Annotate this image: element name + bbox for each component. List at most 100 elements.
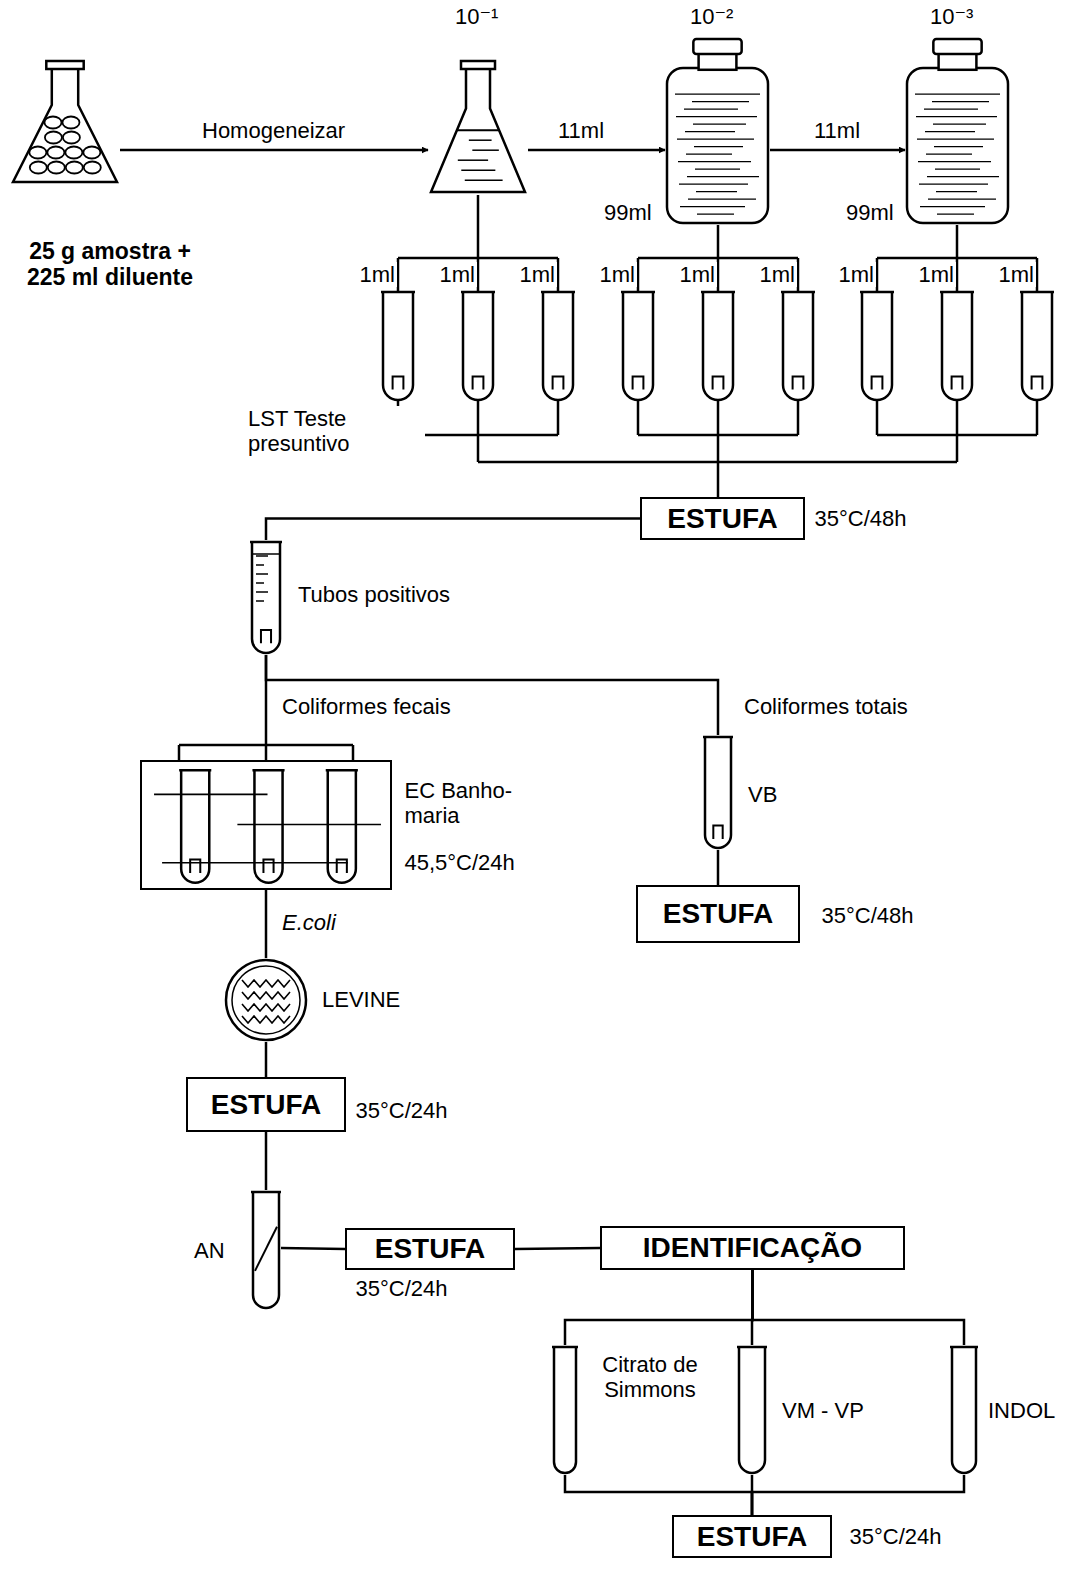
medium-label: LST Teste presuntivo (246, 406, 425, 457)
node-text: 99ml (846, 200, 894, 225)
node-text: 10⁻² (690, 4, 733, 29)
test-tube (254, 770, 282, 882)
node-text: Citrato de Simmons (598, 1352, 702, 1403)
node-shape (224, 958, 308, 1042)
liquid-stroke (694, 146, 743, 147)
tube-rim (621, 291, 655, 294)
flow-line (515, 1248, 600, 1249)
tube-rim (552, 1346, 578, 1349)
bottle-neck (699, 53, 737, 70)
liquid-stroke (680, 206, 745, 207)
tube-grad: Tubos positivos (250, 540, 282, 655)
sample-piece (84, 162, 101, 174)
test-tube (739, 1347, 765, 1473)
durham-vial (393, 377, 404, 390)
liquid-stroke (920, 206, 985, 207)
node-text: VB (748, 782, 777, 807)
incubator-box: ESTUFA35°C/24h (186, 1077, 346, 1132)
liquid-stroke (935, 168, 980, 169)
wire (637, 258, 640, 292)
node-shape (142, 762, 390, 888)
incubator-box: ESTUFA35°C/24h (345, 1228, 515, 1270)
durham-vial (872, 377, 883, 390)
wire (717, 435, 720, 497)
sample-piece (65, 147, 82, 159)
agar-slant (255, 1227, 277, 1271)
flask-liquid: 10⁻¹ (428, 60, 528, 195)
flow-arrow (770, 149, 905, 152)
node-shape (905, 38, 1010, 225)
edge-label: 11ml (556, 118, 606, 143)
test-tube (252, 542, 280, 653)
test-tube (543, 292, 573, 400)
edge-label: Coliformes totais (742, 694, 910, 719)
plate: LEVINE (224, 958, 308, 1042)
test-tube (952, 1347, 976, 1473)
tube-rim (381, 291, 415, 294)
volume-label: 1ml (428, 262, 477, 287)
test-tube (383, 292, 413, 400)
tube-rim (737, 1346, 767, 1349)
tube-rim (179, 769, 211, 772)
liquid-stroke (678, 161, 751, 162)
wire (797, 400, 800, 435)
durham-vial (553, 377, 564, 390)
node-text: IDENTIFICAÇÃO (643, 1232, 862, 1264)
bottle-cap (693, 39, 741, 54)
tube-rim (940, 291, 974, 294)
node-text: 35°C/48h (822, 903, 914, 928)
test-tube (862, 292, 892, 400)
streak-line (242, 992, 290, 999)
sample-piece (62, 117, 79, 129)
test-tube (703, 292, 733, 400)
durham-vial (793, 377, 804, 390)
liquid-stroke (458, 159, 488, 161)
bottle-cap (933, 39, 981, 54)
sample-piece (44, 117, 61, 129)
sample-piece (48, 162, 65, 174)
flow-line (281, 1248, 345, 1249)
node-text: INDOL (988, 1398, 1055, 1423)
flow-line (752, 1475, 964, 1515)
flask-rocks: 25 g amostra + 225 ml diluente (10, 60, 120, 185)
durham-vial (633, 377, 644, 390)
graduation-tick (256, 555, 268, 557)
node-shape (737, 1345, 767, 1475)
liquid-stroke (915, 93, 1000, 94)
liquid-stroke (472, 149, 499, 151)
flow-arrow (528, 149, 665, 152)
liquid-stroke (695, 168, 740, 169)
durham-vial (713, 826, 722, 839)
sample-piece (66, 162, 83, 174)
wire (1036, 258, 1039, 292)
water-line (154, 794, 267, 796)
tube-durham: VB (703, 735, 733, 850)
water-bath: EC Banho-maria45,5°C/24h (140, 760, 392, 890)
water-line (237, 824, 381, 826)
sample-piece (63, 132, 80, 144)
liquid-stroke (924, 108, 978, 109)
node-shape (552, 1345, 578, 1475)
node-text: ESTUFA (211, 1089, 321, 1121)
durham-vial (952, 377, 963, 390)
edge-label: Homogeneizar (200, 118, 347, 143)
petri-dish (226, 960, 306, 1040)
erlenmeyer-flask (431, 68, 525, 192)
test-tube (328, 770, 356, 882)
wire (956, 225, 959, 258)
liquid-stroke (918, 161, 991, 162)
wire (717, 225, 720, 258)
flow-line (265, 1042, 268, 1077)
edge-label: Coliformes fecais (280, 694, 453, 719)
liquid-stroke (685, 131, 735, 132)
test-tube (1022, 292, 1052, 400)
tube-rim (1020, 291, 1054, 294)
liquid-stroke (693, 123, 746, 124)
sample-piece (45, 132, 62, 144)
tube-rim (950, 1346, 978, 1349)
durham-vial (190, 859, 200, 872)
test-tube (463, 292, 493, 400)
test-tube (705, 737, 731, 848)
node-text: 10⁻³ (930, 4, 973, 29)
